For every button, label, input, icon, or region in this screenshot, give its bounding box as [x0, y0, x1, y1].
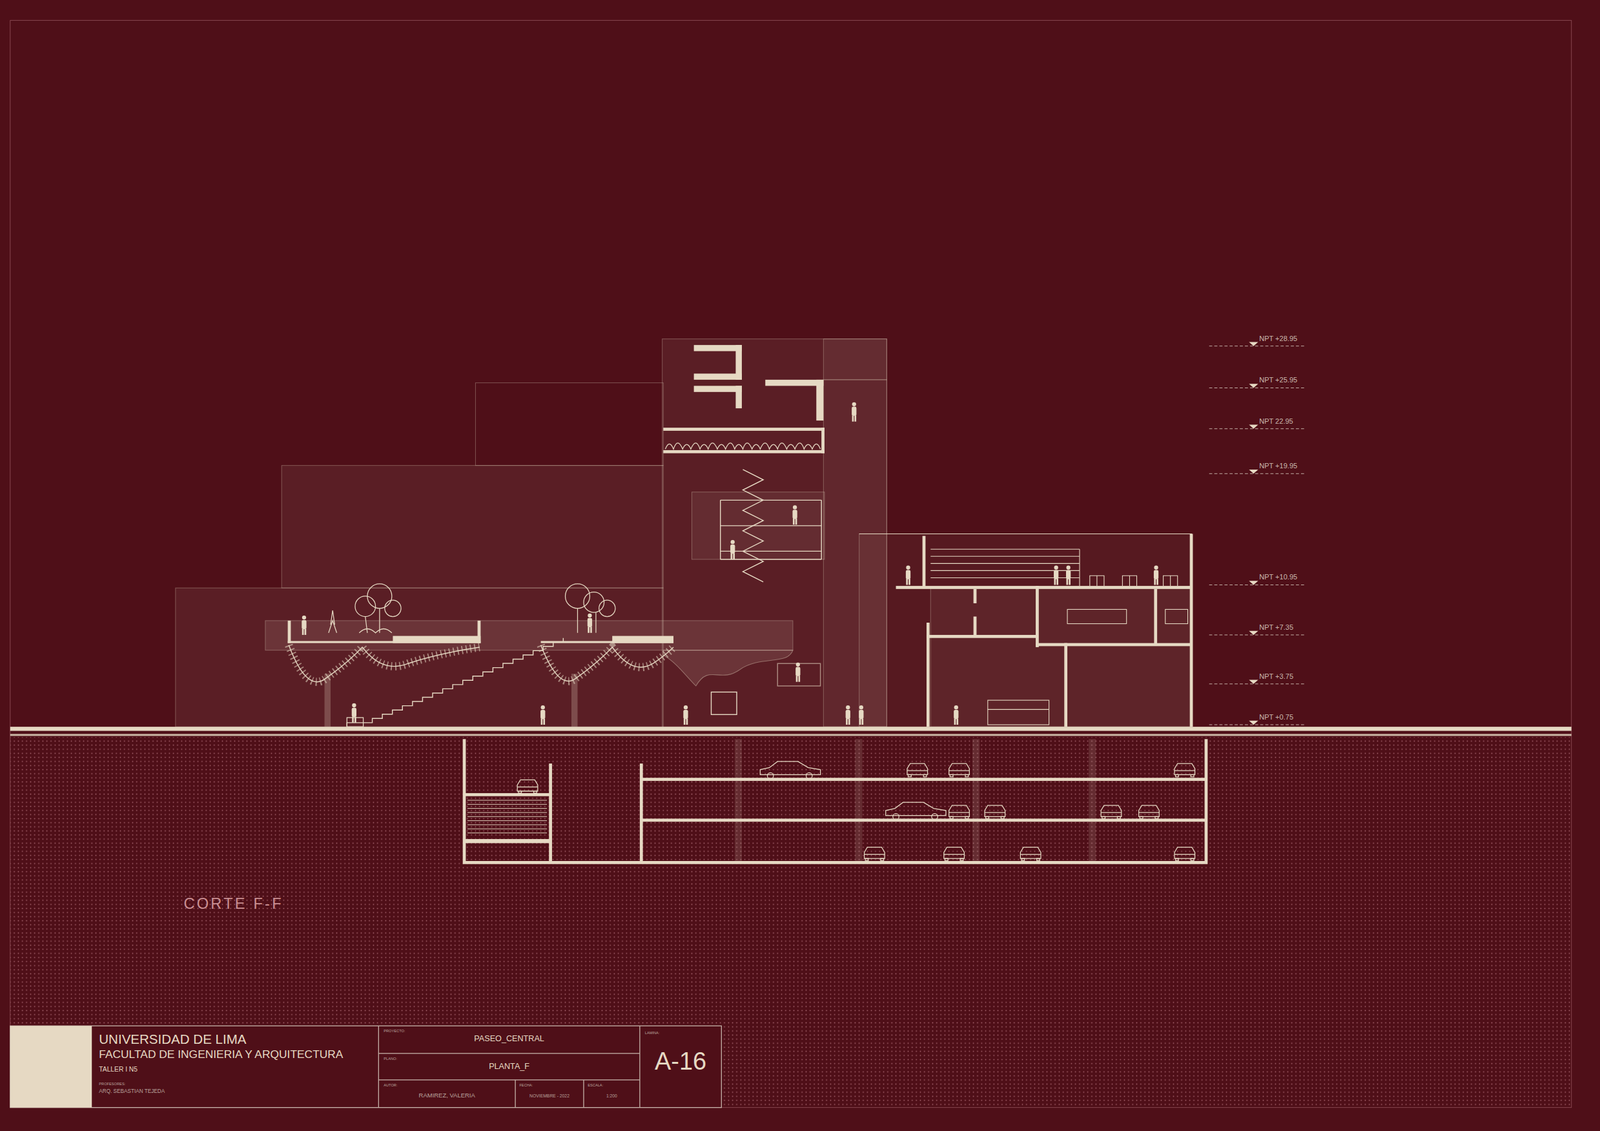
field-value: A-16: [639, 1047, 722, 1076]
title-block-cell: UNIVERSIDAD DE LIMAFACULTAD DE INGENIERI…: [91, 1025, 379, 1107]
field-value: ARQ. SEBASTIAN TEJEDA: [98, 1087, 165, 1094]
title-block-cell: LAMINA: A-16: [639, 1025, 722, 1107]
level-marker: NPT 22.95: [1259, 417, 1294, 425]
field-caption: ESCALA:: [587, 1082, 604, 1087]
level-marker: NPT +3.75: [1259, 672, 1294, 680]
level-marker: NPT +19.95: [1259, 461, 1298, 470]
field-value: PASEO_CENTRAL: [378, 1034, 640, 1044]
title-block-cell: PROYECTO:PASEO_CENTRAL: [378, 1025, 640, 1054]
field-caption: PLANO:: [383, 1056, 398, 1061]
title-block-cell: PLANO:PLANTA_F: [378, 1053, 640, 1080]
field-value: 1:200: [583, 1093, 640, 1098]
level-marker: NPT +7.35: [1259, 623, 1294, 631]
field-caption: PROYECTO:: [383, 1028, 405, 1033]
field-value: TALLER I N5: [98, 1065, 138, 1073]
field-value: UNIVERSIDAD DE LIMA: [98, 1031, 247, 1047]
level-marker: NPT +28.95: [1259, 334, 1298, 343]
title-block-cell: ESCALA: 1:200: [583, 1079, 640, 1108]
field-value: FACULTAD DE INGENIERIA Y ARQUITECTURA: [98, 1047, 343, 1061]
level-marker: NPT +10.95: [1259, 572, 1298, 581]
section-title: CORTE F-F: [183, 894, 283, 912]
field-value: NOVIEMBRE - 2022: [515, 1093, 584, 1098]
field-caption: AUTOR:: [383, 1082, 398, 1087]
field-value: PLANTA_F: [378, 1062, 640, 1072]
level-marker: NPT +0.75: [1259, 712, 1294, 721]
field-caption: FECHA:: [519, 1082, 533, 1087]
title-block-cell: AUTOR: RAMIREZ, VALERIA: [378, 1079, 516, 1108]
level-marker: NPT +25.95: [1259, 375, 1298, 384]
title-block-cell: FECHA: NOVIEMBRE - 2022: [515, 1079, 584, 1108]
field-value: RAMIREZ, VALERIA: [378, 1091, 516, 1099]
field-value: PROFESORES:: [98, 1081, 126, 1086]
field-caption: LAMINA:: [645, 1030, 660, 1035]
